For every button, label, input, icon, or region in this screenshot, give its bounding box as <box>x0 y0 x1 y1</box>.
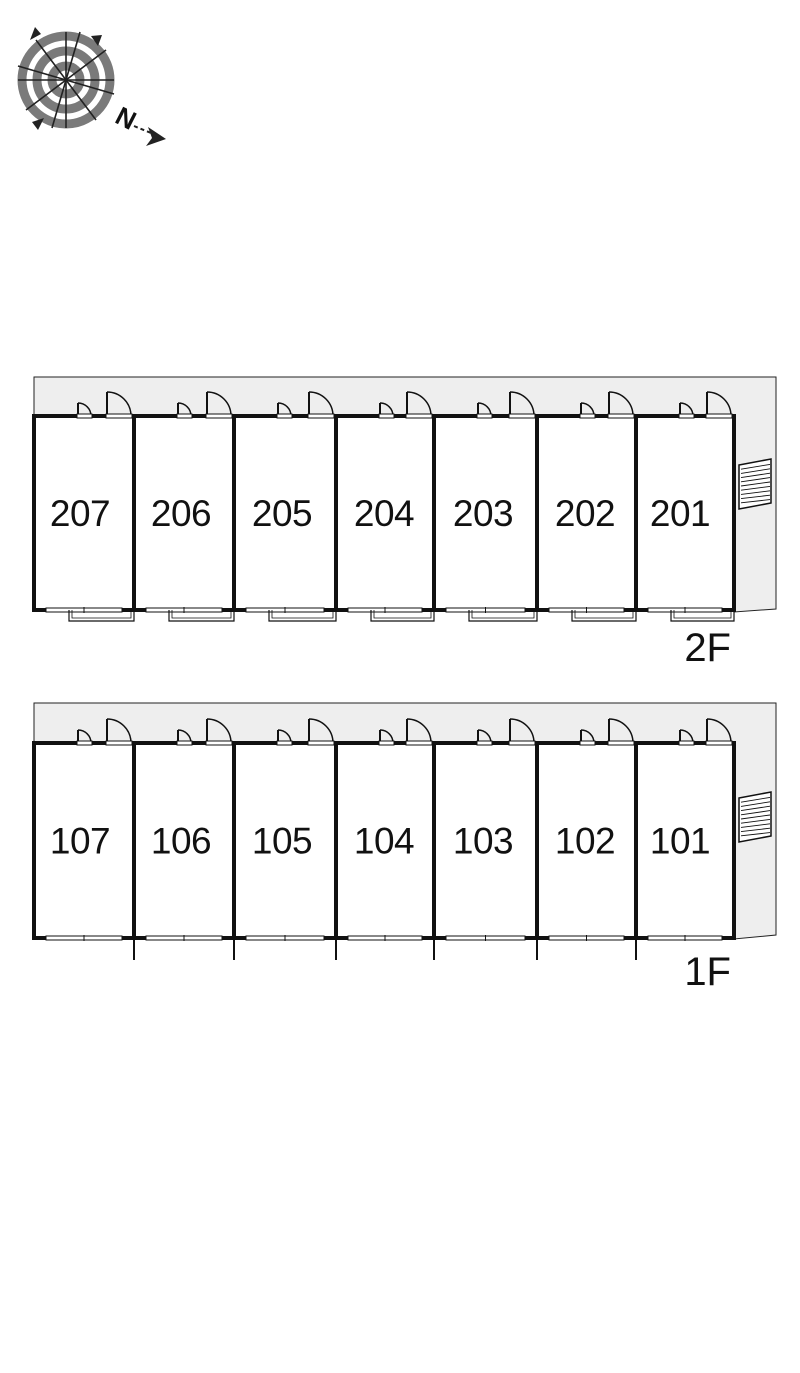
room-101: 101 <box>634 718 736 941</box>
window-icon <box>176 729 193 746</box>
window-icon <box>579 729 596 746</box>
room-202: 202 <box>535 391 638 613</box>
door-icon <box>705 391 733 419</box>
room-number-label: 102 <box>555 821 615 862</box>
balcony-outline <box>370 610 435 622</box>
window-icon <box>378 402 395 419</box>
room-number-label: 104 <box>354 821 414 862</box>
window-icon <box>176 402 193 419</box>
room-number-label: 106 <box>151 821 211 862</box>
window-icon <box>678 729 695 746</box>
room-number-label: 204 <box>354 493 414 534</box>
window-icon <box>476 729 493 746</box>
floor-2f: 207 206 205 204 203 202 201 2F <box>32 376 777 670</box>
compass-icon <box>17 27 166 146</box>
room-number-label: 201 <box>650 493 710 534</box>
window-icon <box>476 402 493 419</box>
window-icon <box>76 729 93 746</box>
balcony-outline <box>670 610 735 622</box>
room-number-label: 103 <box>453 821 513 862</box>
room-107: 107 <box>32 718 136 941</box>
room-203: 203 <box>432 391 539 613</box>
room-102: 102 <box>535 718 638 941</box>
window-icon <box>579 402 596 419</box>
room-number-label: 207 <box>50 493 110 534</box>
window-icon <box>76 402 93 419</box>
door-icon <box>405 718 433 746</box>
balcony-outline <box>68 610 135 622</box>
balcony-outline <box>268 610 337 622</box>
room-number-label: 205 <box>252 493 312 534</box>
compass-north-letter: N <box>111 100 141 135</box>
balcony-outline <box>468 610 538 622</box>
room-number-label: 101 <box>650 821 710 862</box>
floor-label-1f: 1F <box>684 950 731 994</box>
room-number-label: 203 <box>453 493 513 534</box>
staircase-2f <box>738 458 772 510</box>
room-207: 207 <box>32 391 136 613</box>
balcony-outline <box>168 610 235 622</box>
room-204: 204 <box>334 391 436 613</box>
room-205: 205 <box>232 391 338 613</box>
room-206: 206 <box>132 391 236 613</box>
room-number-label: 105 <box>252 821 312 862</box>
window-icon <box>678 402 695 419</box>
door-icon <box>105 718 133 746</box>
room-number-label: 107 <box>50 821 110 862</box>
staircase-1f <box>738 791 772 843</box>
room-104: 104 <box>334 718 436 941</box>
room-number-label: 206 <box>151 493 211 534</box>
room-number-label: 202 <box>555 493 615 534</box>
window-icon <box>276 729 293 746</box>
floor-1f: 107 106 105 104 103 102 101 1F <box>32 702 777 994</box>
room-201: 201 <box>634 391 736 613</box>
balcony-outline <box>571 610 637 622</box>
door-icon <box>508 391 536 419</box>
room-106: 106 <box>132 718 236 941</box>
window-icon <box>378 729 395 746</box>
window-icon <box>276 402 293 419</box>
door-icon <box>307 391 335 419</box>
room-105: 105 <box>232 718 338 941</box>
floor-label-2f: 2F <box>684 626 731 670</box>
door-icon <box>705 718 733 746</box>
room-103: 103 <box>432 718 539 941</box>
